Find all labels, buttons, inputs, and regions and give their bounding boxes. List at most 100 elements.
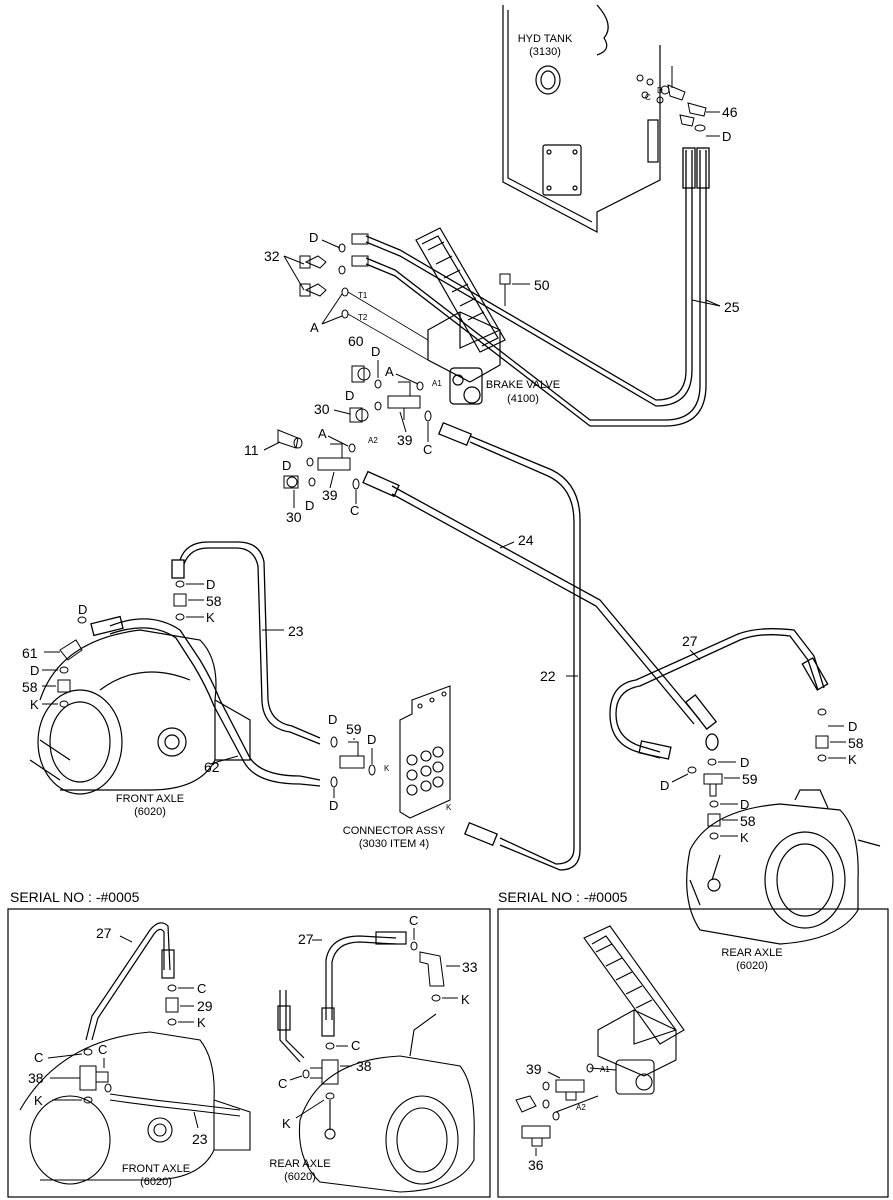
letter-k-left: K: [30, 697, 39, 712]
oring-c-lower: [352, 478, 360, 490]
leader-d-32: [321, 239, 341, 249]
brake-valve-number: (4100): [507, 393, 539, 405]
leader-25b: [705, 299, 721, 307]
leader-32b: [283, 255, 305, 291]
letter-d-tank: D: [722, 129, 731, 144]
letter-d-ra-top: D: [848, 719, 857, 734]
hyd-tank: [502, 4, 661, 233]
inset-right-fittings: [515, 1063, 617, 1147]
oring-c-27a: [167, 984, 177, 992]
bolt-50: [499, 273, 511, 306]
inset-callout-36: 36: [528, 1157, 544, 1173]
inset-front-axle-label: FRONT AXLE: [122, 1163, 190, 1175]
oring-k-58d: [709, 832, 719, 840]
inset-letter-k-left: K: [34, 1093, 43, 1108]
letter-d-59-bottom: D: [329, 798, 338, 813]
oring-d-fa-top: [175, 580, 185, 588]
oring-d-61: [77, 616, 87, 624]
rear-axle: [686, 789, 881, 945]
inset-letter-c-27a: C: [197, 981, 206, 996]
inset-callout-38b: 38: [356, 1058, 372, 1074]
leader-a-1: [321, 293, 343, 325]
inset-callout-29: 29: [197, 998, 213, 1014]
letter-d-fa-top: D: [206, 577, 215, 592]
letter-d-59-right: D: [367, 732, 376, 747]
letter-d-32: D: [309, 230, 318, 245]
letter-d-59-top: D: [328, 712, 337, 727]
leader-32a: [283, 255, 305, 265]
oring-k-38a: [83, 1096, 93, 1104]
letter-d-30: D: [345, 388, 354, 403]
inset-port-a2: A2: [576, 1103, 586, 1112]
rear-axle-number: (6020): [736, 960, 768, 972]
brake-pedal: [415, 227, 506, 353]
inset-callout-38a: 38: [28, 1070, 44, 1086]
oring-c-33: [410, 941, 418, 951]
inset-right-frame: [497, 908, 889, 1198]
hose-24: [362, 470, 719, 751]
inset-hose-27b: [277, 931, 407, 1063]
callout-23: 23: [288, 623, 304, 639]
tee-59-front: [339, 741, 365, 769]
oring-k-38b: [325, 1092, 335, 1100]
inset-letter-k-38b: K: [282, 1116, 291, 1131]
callout-58-top: 58: [206, 593, 222, 609]
oring-a1: [416, 381, 424, 391]
inset-callout-27a: 27: [96, 925, 112, 941]
hose-25-pair: [365, 147, 710, 427]
oring-c-top: [424, 410, 432, 422]
inset-rear-axle-label: REAR AXLE: [269, 1158, 330, 1170]
callout-58-rear: 58: [740, 813, 756, 829]
leader-c-38b-left: [289, 1075, 303, 1081]
port-k-conn-right: K: [446, 803, 452, 812]
inset-brake-pedal: [583, 925, 685, 1095]
brake-valve-label: BRAKE VALVE: [486, 379, 560, 391]
inset-letter-c-right: C: [98, 1042, 107, 1057]
letter-d-59b-top: D: [740, 755, 749, 770]
hose-22: [437, 421, 581, 871]
leader-a-tee: [395, 373, 419, 385]
inset-letter-c-38b-top: C: [351, 1038, 360, 1053]
inset-front-axle: [19, 1031, 251, 1185]
letter-c-lower: C: [350, 503, 359, 518]
callout-58-ra-top: 58: [848, 735, 864, 751]
tee-59-rear: [703, 773, 723, 797]
letter-d-lower: D: [282, 458, 291, 473]
oring-k-fa: [175, 613, 185, 621]
oring-d-ra-top: [817, 708, 827, 716]
letter-k-fa: K: [206, 610, 215, 625]
letter-d-lower2: D: [305, 498, 314, 513]
oring-c-38a-right: [104, 1083, 112, 1093]
inset-letter-c-left: C: [34, 1050, 43, 1065]
leader-11: [263, 441, 281, 451]
leader-d-59b-left: [671, 773, 689, 783]
oring-k-29: [167, 1018, 177, 1026]
leader-39-inset: [547, 1071, 561, 1079]
port-a1: A1: [432, 379, 442, 388]
letter-d-59b-left: D: [660, 778, 669, 793]
oring-k-ra-top: [817, 754, 827, 762]
callout-39-top: 39: [397, 432, 413, 448]
front-axle-number: (6020): [134, 806, 166, 818]
port-t1: T1: [358, 291, 368, 300]
elbow-61: [59, 639, 83, 661]
rear-axle-label: REAR AXLE: [721, 947, 782, 959]
callout-60: 60: [348, 333, 364, 349]
callout-27-main: 27: [682, 633, 698, 649]
tee-39-lower: [317, 443, 351, 471]
callout-11: 11: [244, 442, 259, 458]
port-a2: A2: [368, 436, 378, 445]
oring-d-59-top: [330, 736, 338, 748]
letter-k-ra-top: K: [848, 752, 857, 767]
letter-c-top: C: [423, 442, 432, 457]
inset-left-serial: SERIAL NO : -#0005: [10, 889, 140, 905]
port-k-conn-left: K: [384, 764, 390, 773]
leader-30-top: [333, 409, 351, 415]
adapter-58c: [815, 735, 829, 749]
callout-58-left: 58: [22, 679, 38, 695]
plug-30-top: [349, 407, 369, 423]
callout-30-lower: 30: [286, 509, 302, 525]
inset-letter-c-33: C: [409, 913, 418, 928]
